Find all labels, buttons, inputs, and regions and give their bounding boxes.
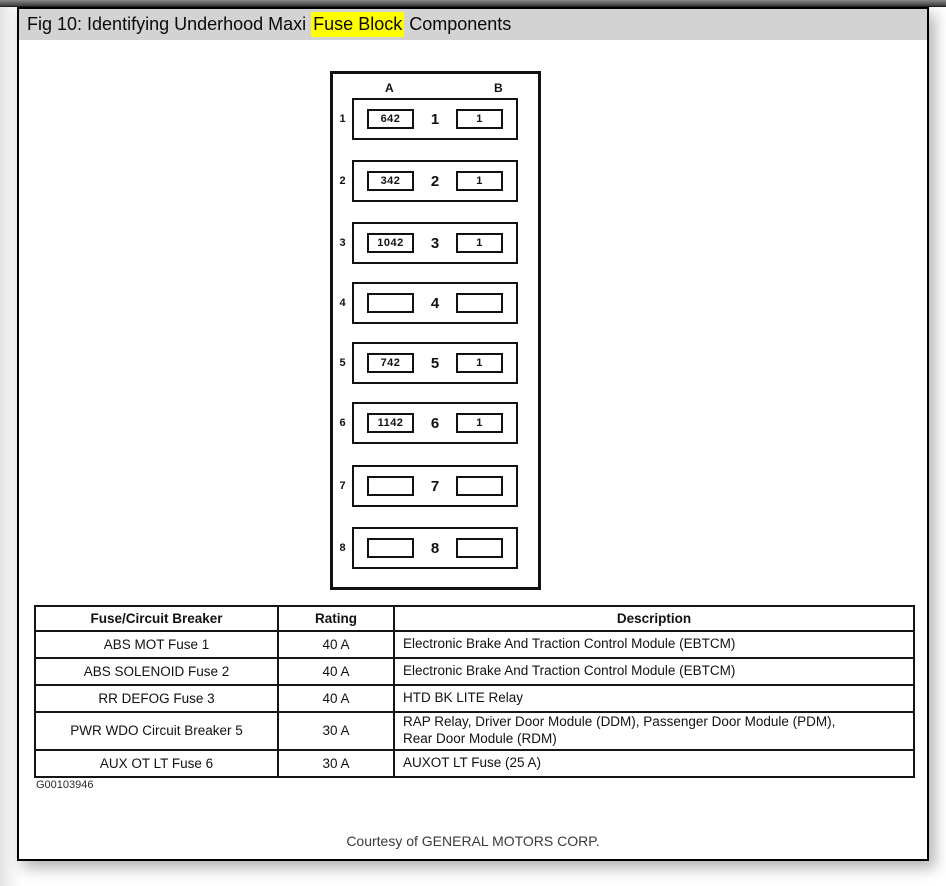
fuse-row-box: 342 2 1 (352, 160, 518, 202)
fuse-row-box: 742 5 1 (352, 342, 518, 384)
fuse-name: RR DEFOG Fuse 3 (34, 684, 279, 713)
figure-title-bar: Fig 10: Identifying Underhood Maxi Fuse … (19, 9, 927, 40)
fuse-rating: 30 A (277, 748, 395, 778)
fuse-slot-a (367, 538, 414, 558)
fuse-name: ABS MOT Fuse 1 (34, 630, 279, 659)
column-header-description: Description (393, 605, 915, 632)
fuse-description: Electronic Brake And Traction Control Mo… (393, 630, 915, 659)
fuse-row-8: 8 8 (333, 527, 538, 569)
fuse-description: HTD BK LITE Relay (393, 684, 915, 713)
window-top-edge (0, 0, 946, 7)
fuse-row-5: 5 742 5 1 (333, 342, 538, 384)
fuse-position-number: 5 (430, 354, 440, 372)
fuse-rating: 30 A (277, 711, 395, 751)
fuse-position-number: 4 (430, 294, 440, 312)
fuse-row-2: 2 342 2 1 (333, 160, 538, 202)
fuse-row-box: 4 (352, 282, 518, 324)
fuse-slot-a (367, 476, 414, 496)
fuse-position-number: 2 (430, 172, 440, 190)
fuse-position-number: 3 (430, 234, 440, 252)
search-highlight: Fuse Block (311, 12, 405, 37)
fuse-rating: 40 A (277, 630, 395, 659)
fuse-row-number: 6 (339, 417, 346, 429)
fuse-slot-a: 1142 (367, 413, 414, 433)
column-letter-b: B (494, 81, 503, 95)
table-row: ABS SOLENOID Fuse 2 40 A Electronic Brak… (34, 657, 915, 686)
column-header-fuse: Fuse/Circuit Breaker (34, 605, 279, 632)
fuse-slot-b (456, 476, 503, 496)
fuse-row-3: 3 1042 3 1 (333, 222, 538, 264)
fuse-slot-a (367, 293, 414, 313)
fuse-component-table: Fuse/Circuit Breaker Rating Description … (34, 605, 915, 778)
figure-title-prefix: Fig 10: Identifying Underhood Maxi (27, 14, 312, 34)
fuse-row-box: 642 1 1 (352, 98, 518, 140)
table-header-row: Fuse/Circuit Breaker Rating Description (34, 605, 915, 632)
fuse-slot-b (456, 538, 503, 558)
fuse-slot-a: 642 (367, 109, 414, 129)
fuse-slot-a: 342 (367, 171, 414, 191)
fuse-rating: 40 A (277, 657, 395, 686)
column-letter-a: A (385, 81, 394, 95)
fuse-row-6: 6 1142 6 1 (333, 402, 538, 444)
fuse-row-box: 1042 3 1 (352, 222, 518, 264)
fuse-slot-b: 1 (456, 413, 503, 433)
fuse-rating: 40 A (277, 684, 395, 713)
fuse-position-number: 8 (430, 539, 440, 557)
figure-id: G00103946 (36, 779, 94, 791)
fuse-row-7: 7 7 (333, 465, 538, 507)
fuse-row-number: 1 (339, 113, 346, 125)
fuse-slot-b (456, 293, 503, 313)
table-row: AUX OT LT Fuse 6 30 A AUXOT LT Fuse (25 … (34, 748, 915, 778)
fuse-row-number: 4 (339, 297, 346, 309)
table-row: PWR WDO Circuit Breaker 5 30 A RAP Relay… (34, 711, 915, 751)
fuse-name: AUX OT LT Fuse 6 (34, 748, 279, 778)
fuse-row-number: 2 (339, 175, 346, 187)
fuse-position-number: 6 (430, 414, 440, 432)
fuse-row-1: 1 642 1 1 (333, 98, 538, 140)
fuse-slot-b: 1 (456, 233, 503, 253)
fuse-name: PWR WDO Circuit Breaker 5 (34, 711, 279, 751)
courtesy-line: Courtesy of GENERAL MOTORS CORP. (346, 833, 600, 849)
fuse-row-box: 1142 6 1 (352, 402, 518, 444)
fuse-row-number: 3 (339, 237, 346, 249)
fuse-row-box: 8 (352, 527, 518, 569)
fuse-position-number: 7 (430, 477, 440, 495)
fuse-slot-a: 742 (367, 353, 414, 373)
fuse-slot-b: 1 (456, 171, 503, 191)
fuse-row-number: 7 (339, 480, 346, 492)
fuse-row-number: 5 (339, 357, 346, 369)
fuse-row-4: 4 4 (333, 282, 538, 324)
fuse-description: Electronic Brake And Traction Control Mo… (393, 657, 915, 686)
fuse-block-diagram: A B 1 642 1 1 2 342 2 1 3 1042 3 1 (330, 71, 541, 590)
fuse-description: RAP Relay, Driver Door Module (DDM), Pas… (393, 711, 915, 751)
fuse-row-number: 8 (339, 542, 346, 554)
table-row: ABS MOT Fuse 1 40 A Electronic Brake And… (34, 630, 915, 659)
column-header-rating: Rating (277, 605, 395, 632)
fuse-description: AUXOT LT Fuse (25 A) (393, 748, 915, 778)
table-row: RR DEFOG Fuse 3 40 A HTD BK LITE Relay (34, 684, 915, 713)
fuse-position-number: 1 (430, 110, 440, 128)
fuse-row-box: 7 (352, 465, 518, 507)
document-window: Fig 10: Identifying Underhood Maxi Fuse … (17, 7, 929, 861)
figure-title-suffix: Components (404, 14, 512, 34)
fuse-slot-b: 1 (456, 353, 503, 373)
fuse-slot-b: 1 (456, 109, 503, 129)
fuse-name: ABS SOLENOID Fuse 2 (34, 657, 279, 686)
fuse-slot-a: 1042 (367, 233, 414, 253)
